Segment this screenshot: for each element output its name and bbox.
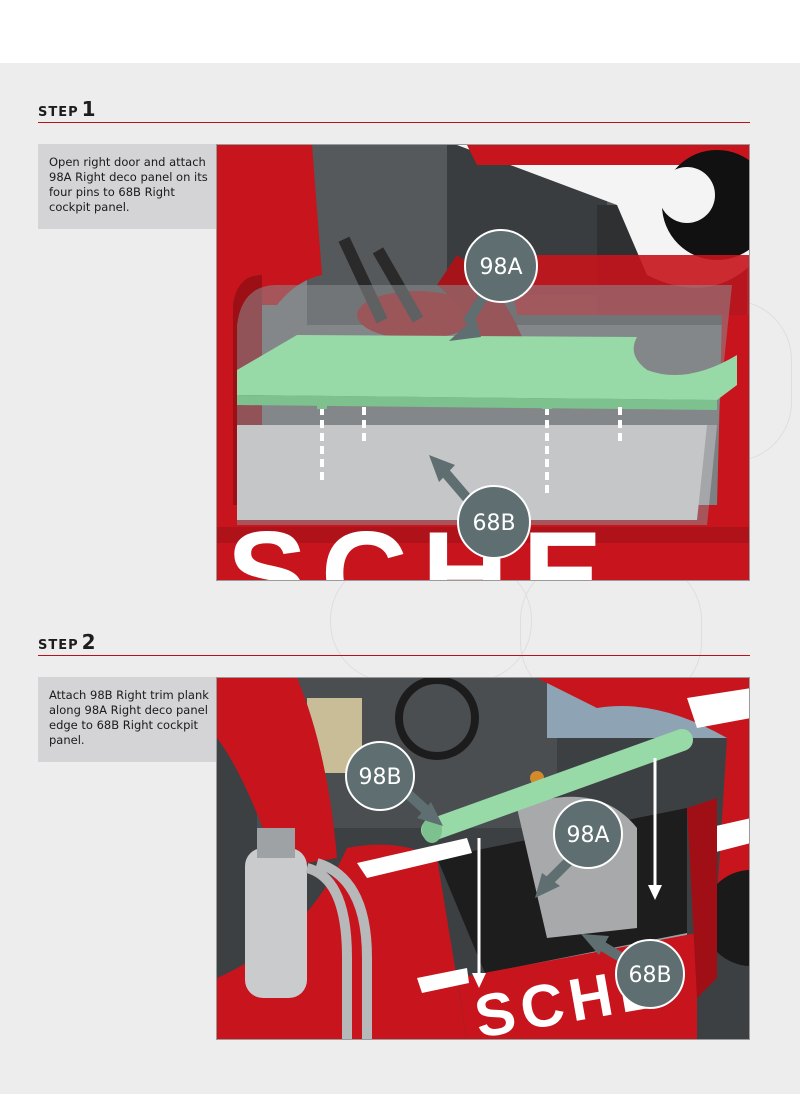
callout-98A: 98A (535, 799, 623, 898)
callout-98A: 98A (449, 229, 538, 341)
callout-98B: 98B (345, 741, 443, 826)
page-header-band (0, 0, 800, 63)
step-2-instruction: Attach 98B Right trim plank along 98A Ri… (38, 677, 220, 762)
step-word: STEP (38, 638, 79, 653)
step-1-illustration: SCHE 98A 68B (216, 144, 750, 581)
step-word: STEP (38, 105, 79, 120)
step-1-scene: SCHE 98A 68B (217, 145, 749, 581)
step-2-scene: SCHE 98B 98A (217, 678, 749, 1039)
step-number: 2 (81, 630, 96, 654)
callout-68B: 68B (581, 934, 685, 1009)
callout-label: 98B (358, 765, 401, 790)
step-2-divider (38, 655, 750, 656)
callout-label: 98A (479, 255, 522, 280)
body-lettering: SCHE (227, 507, 616, 581)
step-2-illustration: SCHE 98B 98A (216, 677, 750, 1040)
step-number: 1 (81, 97, 96, 121)
callout-label: 98A (566, 823, 609, 848)
callout-68B: 68B (429, 455, 531, 559)
callout-label: 68B (472, 511, 515, 536)
step-1-divider (38, 122, 750, 123)
step-1-instruction: Open right door and attach 98A Right dec… (38, 144, 220, 229)
callout-label: 68B (628, 963, 671, 988)
